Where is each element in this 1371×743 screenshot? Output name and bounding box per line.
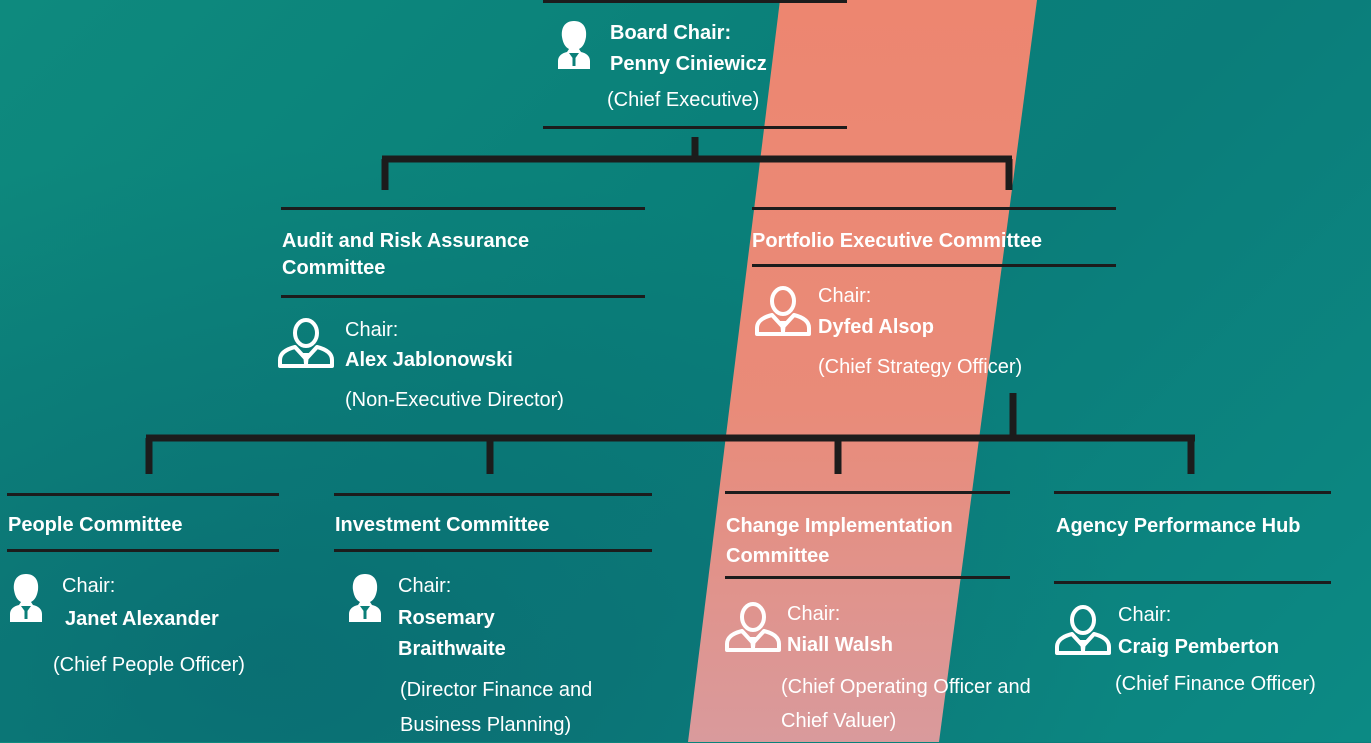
male-person-icon: [753, 284, 813, 338]
male-person-icon: [723, 600, 783, 654]
change-chair-name: Niall Walsh: [787, 634, 893, 656]
audit-rule-bottom: [281, 295, 645, 298]
board-chair-role: (Chief Executive): [607, 89, 760, 111]
agency-rule-bottom: [1054, 581, 1331, 584]
portfolio-committee-title: Portfolio Executive Committee: [752, 230, 1043, 252]
male-person-icon: [276, 316, 336, 370]
audit-chair-role: (Non-Executive Director): [345, 389, 564, 411]
agency-chair-label: Chair:: [1118, 604, 1172, 626]
agency-rule-top: [1054, 491, 1331, 494]
audit-rule-top: [281, 207, 645, 210]
change-chair-label: Chair:: [787, 603, 841, 625]
audit-chair-label: Chair:: [345, 319, 399, 341]
agency-chair-name: Craig Pemberton: [1118, 636, 1280, 658]
people-chair-label: Chair:: [62, 575, 116, 597]
portfolio-rule-top: [752, 207, 1116, 210]
portfolio-chair-role: (Chief Strategy Officer): [818, 356, 1023, 378]
agency-chair-role: (Chief Finance Officer): [1115, 673, 1316, 695]
people-committee-title: People Committee: [8, 514, 183, 536]
change-chair-role: (Chief Operating Officer and Chief Value…: [781, 676, 1031, 732]
female-person-icon: [347, 572, 383, 624]
female-person-icon: [8, 572, 44, 624]
people-rule-top: [7, 493, 279, 496]
people-chair-role: (Chief People Officer): [53, 654, 245, 676]
change-committee-title: Change Implementation Committee: [726, 515, 953, 567]
investment-committee-title: Investment Committee: [335, 514, 550, 536]
audit-committee-title: Audit and Risk Assurance Committee: [282, 230, 530, 279]
change-rule-top: [725, 491, 1010, 494]
investment-rule-top: [334, 493, 652, 496]
investment-chair-name: Rosemary Braithwaite: [398, 607, 506, 660]
agency-hub-title: Agency Performance Hub: [1056, 515, 1301, 537]
board-rule-bottom: [543, 126, 847, 129]
female-person-icon: [556, 19, 592, 71]
investment-chair-role: (Director Finance and Business Planning): [400, 679, 593, 736]
investment-chair-label: Chair:: [398, 575, 452, 597]
portfolio-rule-bottom: [752, 264, 1116, 267]
board-rule-top: [543, 0, 847, 3]
board-chair-name: Penny Ciniewicz: [610, 53, 767, 75]
investment-rule-bottom: [334, 549, 652, 552]
board-chair-label: Board Chair:: [610, 22, 732, 44]
portfolio-chair-name: Dyfed Alsop: [818, 316, 934, 338]
male-person-icon: [1053, 603, 1113, 657]
people-rule-bottom: [7, 549, 279, 552]
people-chair-name: Janet Alexander: [65, 608, 219, 630]
portfolio-chair-label: Chair:: [818, 285, 872, 307]
audit-chair-name: Alex Jablonowski: [345, 349, 513, 371]
change-rule-bottom: [725, 576, 1010, 579]
